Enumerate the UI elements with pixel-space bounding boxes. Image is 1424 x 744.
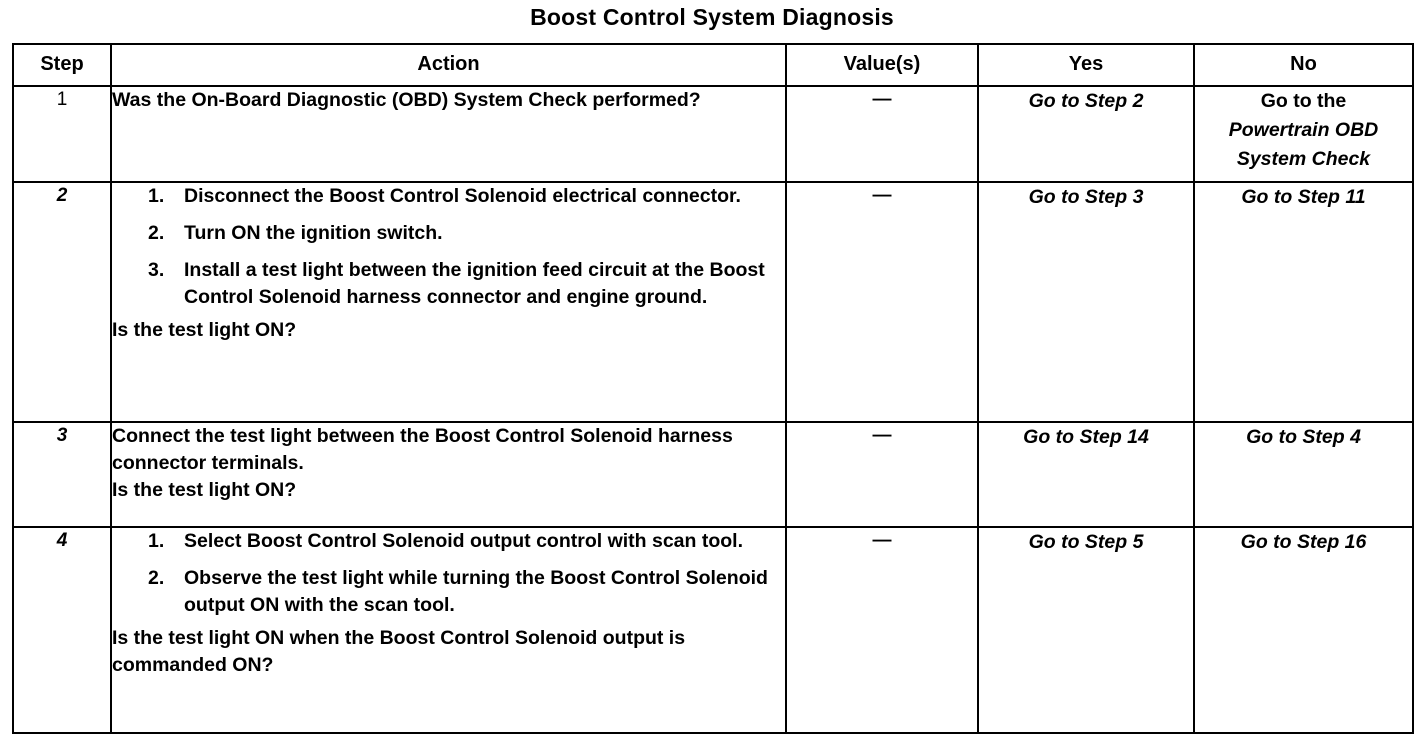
list-item-number: 2.	[148, 567, 165, 589]
column-header-yes: Yes	[977, 43, 1195, 87]
yes-cell: Go to Step 14	[977, 421, 1195, 528]
no-answer-line-1: Go to the	[1260, 90, 1347, 112]
action-step-list: 1. Disconnect the Boost Control Solenoid…	[112, 183, 785, 311]
no-cell: Go to the Powertrain OBD System Check	[1193, 85, 1414, 183]
table-row: 4 1. Select Boost Control Solenoid outpu…	[12, 526, 1414, 734]
list-item-text: Observe the test light while turning the…	[184, 567, 768, 616]
value-cell: —	[785, 421, 979, 528]
column-header-action: Action	[110, 43, 787, 87]
yes-answer: Go to Step 14	[1023, 426, 1149, 448]
list-item-text: Install a test light between the ignitio…	[184, 259, 765, 308]
no-answer-line-2: Powertrain OBD	[1228, 119, 1379, 141]
list-item: 2. Observe the test light while turning …	[112, 565, 785, 619]
table-row: 3 Connect the test light between the Boo…	[12, 421, 1414, 528]
step-number: 4	[12, 526, 112, 734]
yes-answer: Go to Step 5	[1028, 531, 1144, 553]
list-item-number: 2.	[148, 222, 165, 244]
action-intro: Connect the test light between the Boost…	[112, 425, 733, 474]
step-number: 1	[12, 85, 112, 183]
list-item-number: 1.	[148, 530, 165, 552]
column-header-no: No	[1193, 43, 1414, 87]
no-answer-line-3: System Check	[1236, 148, 1371, 170]
no-answer: Go to Step 4	[1246, 426, 1361, 448]
action-question: Is the test light ON?	[112, 479, 297, 501]
action-cell: Was the On-Board Diagnostic (OBD) System…	[110, 85, 787, 183]
yes-answer: Go to Step 3	[1028, 186, 1144, 208]
value-cell: —	[785, 85, 979, 183]
diagnostic-table: Step Action Value(s) Yes No 1 Was the On…	[12, 43, 1414, 734]
no-answer: Go to Step 11	[1241, 186, 1366, 208]
page-title: Boost Control System Diagnosis	[530, 4, 894, 30]
step-number: 3	[12, 421, 112, 528]
no-cell: Go to Step 4	[1193, 421, 1414, 528]
value-cell: —	[785, 181, 979, 423]
yes-cell: Go to Step 3	[977, 181, 1195, 423]
no-answer: Go to Step 16	[1240, 531, 1367, 553]
column-header-step: Step	[12, 43, 112, 87]
no-cell: Go to Step 11	[1193, 181, 1414, 423]
no-cell: Go to Step 16	[1193, 526, 1414, 734]
list-item-text: Disconnect the Boost Control Solenoid el…	[184, 185, 741, 207]
list-item: 2. Turn ON the ignition switch.	[112, 220, 785, 247]
column-header-values: Value(s)	[785, 43, 979, 87]
table-header-row: Step Action Value(s) Yes No	[12, 43, 1414, 87]
action-cell: Connect the test light between the Boost…	[110, 421, 787, 528]
list-item-number: 1.	[148, 185, 165, 207]
step-number: 2	[12, 181, 112, 423]
table-row: 1 Was the On-Board Diagnostic (OBD) Syst…	[12, 85, 1414, 183]
action-cell: 1. Disconnect the Boost Control Solenoid…	[110, 181, 787, 423]
action-intro: Was the On-Board Diagnostic (OBD) System…	[112, 89, 701, 111]
list-item-text: Select Boost Control Solenoid output con…	[184, 530, 743, 552]
list-item: 1. Disconnect the Boost Control Solenoid…	[112, 183, 785, 210]
value-cell: —	[785, 526, 979, 734]
list-item: 3. Install a test light between the igni…	[112, 257, 785, 311]
table-row: 2 1. Disconnect the Boost Control Soleno…	[12, 181, 1414, 423]
action-question: Is the test light ON?	[112, 319, 297, 341]
list-item-text: Turn ON the ignition switch.	[184, 222, 443, 244]
action-cell: 1. Select Boost Control Solenoid output …	[110, 526, 787, 734]
yes-cell: Go to Step 2	[977, 85, 1195, 183]
yes-cell: Go to Step 5	[977, 526, 1195, 734]
action-question: Is the test light ON when the Boost Cont…	[112, 627, 686, 676]
list-item-number: 3.	[148, 259, 165, 281]
list-item: 1. Select Boost Control Solenoid output …	[112, 528, 785, 555]
action-step-list: 1. Select Boost Control Solenoid output …	[112, 528, 785, 619]
yes-answer: Go to Step 2	[1028, 90, 1144, 112]
